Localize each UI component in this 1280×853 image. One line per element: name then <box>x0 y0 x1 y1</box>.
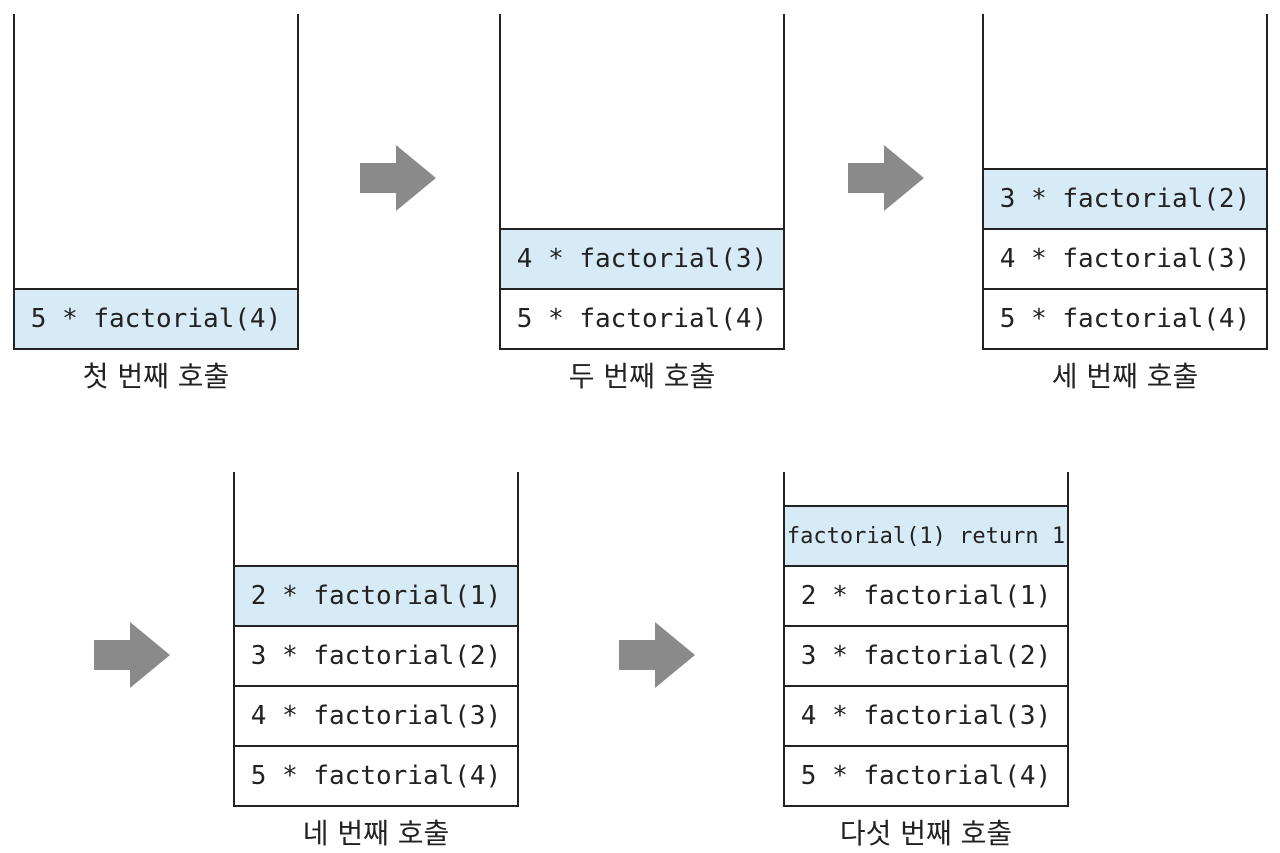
stack-frame: 2 * factorial(1) <box>235 565 517 625</box>
call-stack-4: 2 * factorial(1) 3 * factorial(2) 4 * fa… <box>233 472 519 807</box>
stack-frame: 5 * factorial(4) <box>984 288 1266 348</box>
stack-frame: 5 * factorial(4) <box>501 288 783 348</box>
stack-frame: factorial(1) return 1 <box>785 505 1067 565</box>
stack-frame: 3 * factorial(2) <box>785 625 1067 685</box>
stack-frame: 5 * factorial(4) <box>15 288 297 348</box>
stack-frame: 2 * factorial(1) <box>785 565 1067 625</box>
stack-frame: 4 * factorial(3) <box>984 228 1266 288</box>
stack-frame: 4 * factorial(3) <box>501 228 783 288</box>
stack-caption: 세 번째 호출 <box>1051 360 1199 393</box>
stack-frame: 5 * factorial(4) <box>235 745 517 805</box>
stack-frame: 4 * factorial(3) <box>235 685 517 745</box>
right-arrow-icon <box>619 622 695 688</box>
call-stack-3: 3 * factorial(2) 4 * factorial(3) 5 * fa… <box>982 14 1268 350</box>
right-arrow-icon <box>360 145 436 211</box>
right-arrow-icon <box>94 622 170 688</box>
stack-frame: 5 * factorial(4) <box>785 745 1067 805</box>
stack-caption: 첫 번째 호출 <box>82 360 230 393</box>
stack-caption: 두 번째 호출 <box>568 360 716 393</box>
stack-frame: 4 * factorial(3) <box>785 685 1067 745</box>
call-stack-2: 4 * factorial(3) 5 * factorial(4) <box>499 14 785 350</box>
stack-caption: 네 번째 호출 <box>302 817 450 850</box>
stack-frame: 3 * factorial(2) <box>984 168 1266 228</box>
stack-caption: 다섯 번째 호출 <box>839 817 1013 850</box>
right-arrow-icon <box>848 145 924 211</box>
call-stack-5: factorial(1) return 1 2 * factorial(1) 3… <box>783 472 1069 807</box>
call-stack-1: 5 * factorial(4) <box>13 14 299 350</box>
stack-frame: 3 * factorial(2) <box>235 625 517 685</box>
